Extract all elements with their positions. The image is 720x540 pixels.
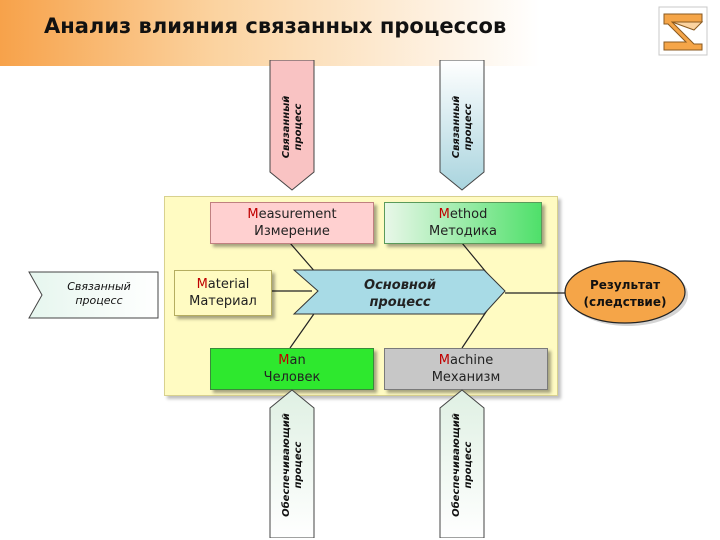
man-box: Man Человек [210,348,374,390]
measurement-box: Measurement Измерение [210,202,374,244]
material-box: Material Материал [174,270,272,316]
top-left-pointer-shape [269,60,315,191]
bottom-right-pointer-shape [439,389,485,538]
result-ellipse [564,260,688,326]
main-process-label: Основной процесс [364,278,436,310]
main-process-arrow [292,269,506,315]
page-title: Анализ влияния связанных процессов [44,14,507,38]
impossible-triangle-logo-icon [658,6,708,56]
machine-box: Machine Механизм [384,348,548,390]
result-label: Результат (следствие) [583,278,667,309]
method-box: Method Методика [384,202,542,244]
left-input-label: Связанный процесс [67,280,131,307]
left-input-pointer-shape [28,271,159,319]
header-band [0,0,720,66]
bottom-left-pointer-shape [269,389,315,538]
top-right-pointer-shape [439,60,485,191]
